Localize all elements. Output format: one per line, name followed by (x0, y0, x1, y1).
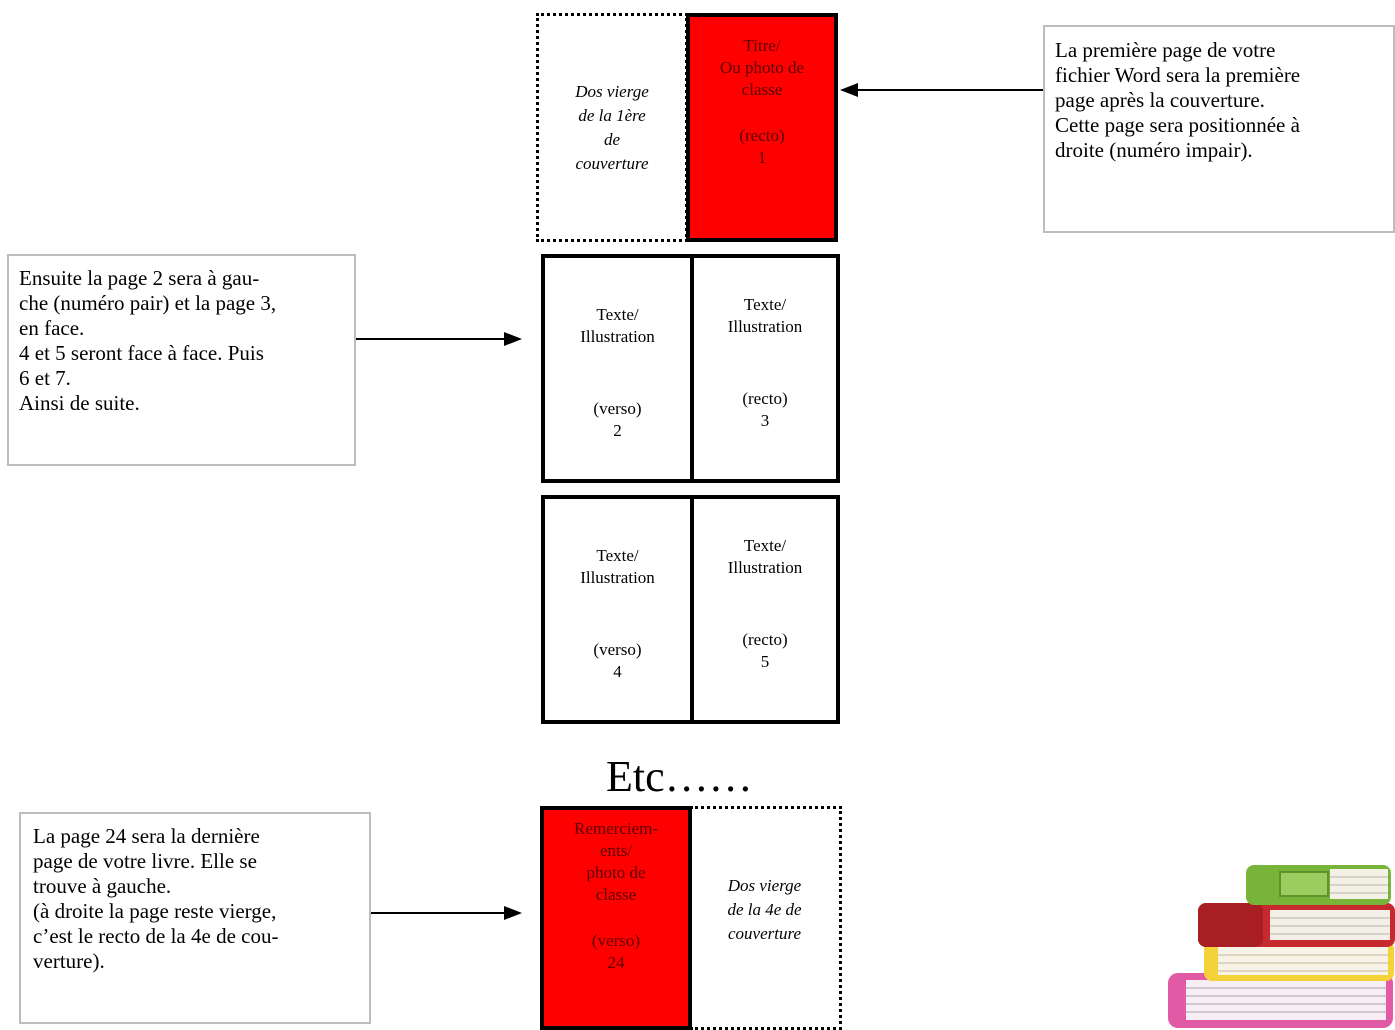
page-2-label: Texte/ Illustration (580, 305, 655, 346)
page-5-label: Texte/ Illustration (727, 536, 803, 577)
page-2-number: 2 (613, 421, 622, 440)
back-cover-blank-label: Dos vierge de la 4e de couverture (727, 876, 802, 943)
last-page: Remerciem- ents/ photo de classe (verso)… (540, 806, 692, 1030)
arrow-to-page-2 (356, 332, 522, 346)
etc-label: Etc…… (606, 752, 753, 801)
page-2-side: (verso) (593, 399, 642, 418)
last-page-side: (verso) (591, 931, 641, 950)
page-5: Texte/ Illustration (recto) 5 (690, 495, 840, 724)
note-first-page-text: La première page de votre fichier Word s… (1055, 38, 1301, 162)
back-cover-blank: Dos vierge de la 4e de couverture (690, 806, 842, 1030)
last-page-label: Remerciem- ents/ photo de classe (573, 819, 658, 904)
page-3: Texte/ Illustration (recto) 3 (690, 254, 840, 483)
title-page-number: 1 (757, 148, 767, 167)
books-stack-icon (1168, 865, 1395, 1028)
cover-blank-label: Dos vierge de la 1ère de couverture (575, 81, 649, 173)
title-page-label: Titre/ Ou photo de classe (719, 36, 805, 99)
page-4-label: Texte/ Illustration (580, 546, 655, 587)
page-3-label: Texte/ Illustration (727, 295, 803, 336)
page-5-number: 5 (760, 652, 770, 671)
arrow-to-title-page (840, 83, 1043, 97)
page-3-side: (recto) (742, 389, 788, 408)
title-page-side: (recto) (739, 126, 785, 145)
note-first-page: La première page de votre fichier Word s… (1043, 25, 1395, 233)
page-5-side: (recto) (742, 630, 788, 649)
page-3-number: 3 (760, 411, 770, 430)
last-page-number: 24 (607, 953, 625, 972)
note-last-page: La page 24 sera la dernière page de votr… (19, 812, 371, 1024)
page-4: Texte/ Illustration (verso) 4 (541, 495, 694, 724)
page-4-number: 4 (613, 662, 622, 681)
title-page: Titre/ Ou photo de classe (recto) 1 (686, 13, 838, 242)
note-last-page-text: La page 24 sera la dernière page de votr… (33, 824, 279, 973)
note-pages-2-3: Ensuite la page 2 sera à gau- che (numér… (7, 254, 356, 466)
note-pages-2-3-text: Ensuite la page 2 sera à gau- che (numér… (19, 266, 277, 415)
arrow-to-last-page (371, 906, 522, 920)
page-4-side: (verso) (593, 640, 642, 659)
